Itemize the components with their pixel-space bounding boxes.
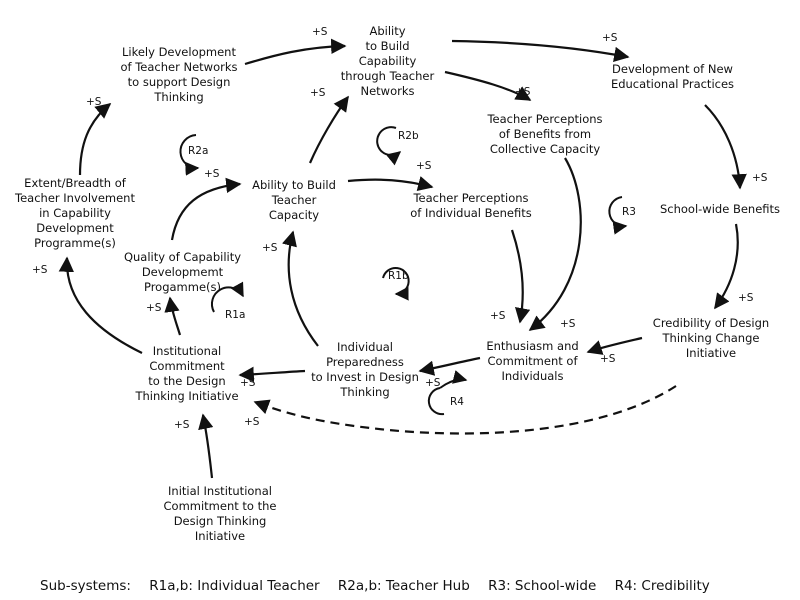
node-new-educational-practices: Development of New Educational Practices	[610, 62, 735, 91]
edge-capability-networks-to-collective	[444, 70, 532, 101]
edge-commitment-to-quality	[164, 296, 182, 336]
legend-r1: R1a,b: Individual Teacher	[149, 578, 320, 594]
legend-r2: R2a,b: Teacher Hub	[337, 578, 470, 594]
node-teacher-capacity: Ability to Build Teacher Capacity	[252, 178, 336, 222]
edge-quality-to-teacher-capacity	[170, 177, 242, 241]
edge-school-to-credibility	[714, 223, 739, 310]
loop-arc-r4	[427, 387, 445, 416]
node-teacher-networks: Likely Development of Teacher Networks t…	[120, 45, 238, 104]
node-individual-preparedness: Individual Preparedness to Invest in Des…	[311, 340, 419, 399]
edge-commitment-to-extent	[58, 256, 143, 354]
polarity-label: +S	[312, 26, 328, 38]
node-individual-enthusiasm: Enthusiasm and Commitment of Individuals	[486, 339, 579, 383]
loop-label-r4: R4	[450, 396, 464, 408]
loop-arc-r2a	[179, 134, 200, 176]
edge-initial-to-commitment	[198, 413, 214, 479]
loop-arc-r2b	[376, 126, 402, 166]
edge-networks-to-capability-networks	[244, 38, 347, 66]
loop-label-r2a: R2a	[188, 145, 209, 157]
polarity-label: +S	[560, 318, 576, 330]
polarity-label: +S	[146, 302, 162, 314]
polarity-label: +S	[32, 264, 48, 276]
loop-label-r1b: R1b	[388, 270, 409, 282]
polarity-label: +S	[240, 377, 256, 389]
loop-arc-r3	[608, 196, 628, 235]
edge-preparedness-to-teacher-capacity	[282, 230, 319, 347]
polarity-label: +S	[86, 96, 102, 108]
polarity-label: +S	[600, 353, 616, 365]
node-collective-benefits: Teacher Perceptions of Benefits from Col…	[487, 112, 603, 156]
edge-credibility-to-commitment-delayed	[253, 385, 677, 435]
polarity-label: +S	[262, 242, 278, 254]
node-school-wide-benefits: School-wide Benefits	[659, 202, 781, 216]
polarity-label: +S	[204, 168, 220, 180]
polarity-label: +S	[310, 87, 326, 99]
edge-teacher-capacity-to-individual-benefits	[347, 176, 434, 191]
polarity-label: +S	[174, 419, 190, 431]
polarity-label: +S	[515, 86, 531, 98]
polarity-label: +S	[738, 292, 754, 304]
node-individual-benefits: Teacher Perceptions of Individual Benefi…	[410, 191, 532, 220]
edge-enthusiasm-to-preparedness	[418, 356, 481, 376]
polarity-label: +S	[752, 172, 768, 184]
node-institutional-commitment: Institutional Commitment to the Design T…	[135, 344, 239, 403]
edge-new-practices-to-school	[704, 104, 747, 190]
edge-individual-benefits-to-enthusiasm	[510, 229, 531, 324]
loop-arc-r1a	[210, 281, 244, 313]
edge-credibility-to-enthusiasm	[586, 336, 643, 355]
loop-arc-r1b	[382, 267, 410, 301]
loop-label-r3: R3	[622, 206, 636, 218]
edge-preparedness-to-commitment	[238, 366, 306, 383]
polarity-label: +S	[490, 310, 506, 322]
node-programme-quality: Quality of Capability Developmemt Progam…	[123, 250, 242, 294]
polarity-label: +S	[416, 160, 432, 172]
polarity-label: +S	[425, 377, 441, 389]
edge-collective-to-enthusiasm	[528, 157, 582, 331]
loop-label-r2b: R2b	[398, 130, 419, 142]
node-extent-of-involvement: Extent/Breadth of Teacher Involvement in…	[15, 176, 135, 250]
node-capability-through-networks: Ability to Build Capability through Teac…	[340, 24, 435, 98]
node-initial-commitment: Initial Institutional Commitment to the …	[163, 484, 277, 543]
loop-label-r1a: R1a	[225, 309, 246, 321]
edge-teacher-capacity-to-capability-networks	[308, 95, 349, 164]
edge-capability-networks-to-new-practices	[451, 39, 630, 63]
legend-prefix: Sub-systems:	[40, 578, 131, 594]
legend-r3: R3: School-wide	[488, 578, 597, 594]
legend-r4: R4: Credibility	[614, 578, 710, 594]
polarity-label: +S	[602, 32, 618, 44]
node-initiative-credibility: Credibility of Design Thinking Change In…	[652, 316, 770, 360]
edge-extent-to-networks	[78, 103, 112, 176]
subsystems-legend: Sub-systems: R1a,b: Individual Teacher R…	[40, 578, 724, 594]
polarity-label: +S	[244, 416, 260, 428]
